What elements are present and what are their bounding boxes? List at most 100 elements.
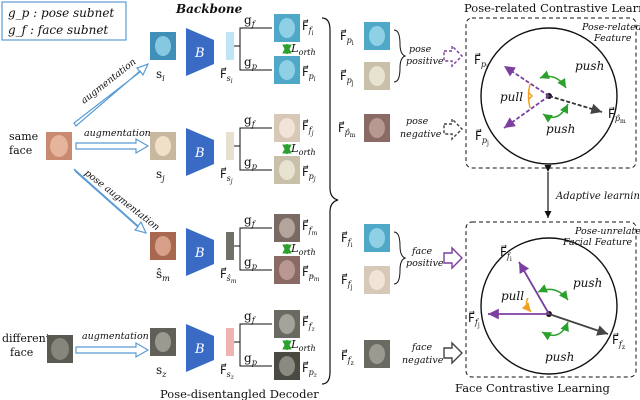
face-branch-line <box>234 27 272 47</box>
pose-subnet-label: gp <box>244 255 258 271</box>
subnet-legend: g_p : pose subnet g_f : face subnet <box>1 1 127 41</box>
face-vector-i <box>518 261 550 315</box>
augmentation-arrows <box>73 62 150 359</box>
backbone-label: B <box>194 46 205 61</box>
augmentation-label-bottom: augmentation <box>82 331 149 342</box>
face-vector-label-j: F⃗fj <box>468 310 480 329</box>
face-positive-feature-1: F⃗fi <box>341 230 353 249</box>
orthogonal-loss-label: Lorth <box>290 141 316 157</box>
legend-pose-subnet: g_p : pose subnet <box>8 6 114 20</box>
face-feature-label: F⃗fz <box>302 314 316 333</box>
backbone-row-1: si B F⃗si gf gp F⃗fiF⃗pi Lorth <box>150 13 316 85</box>
same-face-group: same face <box>9 130 72 160</box>
face-push-label-2: push <box>545 350 574 364</box>
pose-subnet-label: gp <box>244 55 258 71</box>
shared-feature-label: F⃗sz <box>220 362 235 381</box>
orthogonal-loss-label: Lorth <box>290 241 316 257</box>
face-vector-label-z: F⃗fz <box>612 332 625 351</box>
pose-vector-j <box>503 95 550 129</box>
legend-face-subnet: g_f : face subnet <box>8 23 108 37</box>
pose-vector-m <box>548 95 603 115</box>
face-feature-label-1: Pose-unrelated <box>574 226 640 237</box>
pose-negative-feature: F⃗p̂m <box>338 120 356 139</box>
pose-subnet-label: gp <box>244 155 258 171</box>
pose-push-label-2: push <box>546 122 575 136</box>
backbone-block <box>186 324 214 372</box>
augmentation-label-up: augmentation <box>79 57 138 107</box>
different-face-label-2: face <box>10 346 33 359</box>
pose-branch-line <box>239 342 272 367</box>
face-contrastive-panel <box>465 221 637 378</box>
face-positive-label-2: positive <box>406 258 444 269</box>
face-negative-feature: F⃗fz <box>341 348 354 367</box>
orthogonal-loss-label: Lorth <box>290 41 316 57</box>
pose-vector-i <box>503 65 550 97</box>
face-branch-line <box>234 323 272 343</box>
augmentation-arrow-mid <box>75 137 150 155</box>
face-negative-label-2: negative <box>402 355 444 366</box>
face-push-label-1: push <box>573 276 602 290</box>
pose-vector-label-m: F⃗p̂m <box>608 106 626 125</box>
pose-vector-label-j: F⃗pj <box>475 128 489 147</box>
face-positive-arrow <box>443 246 463 270</box>
pose-feature-label: F⃗pi <box>302 64 316 83</box>
decoder-label: Pose-disentangled Decoder <box>160 387 319 400</box>
feature-bar <box>226 32 234 60</box>
group-brace <box>321 17 339 385</box>
pose-push-arc-1 <box>539 70 567 89</box>
pose-augmentation-arrow <box>73 168 148 234</box>
face-branch-line <box>234 227 272 247</box>
face-vector-label-i: F⃗fi <box>500 244 512 263</box>
same-face-label-1: same <box>9 130 38 143</box>
shared-feature-label: F⃗si <box>220 66 233 85</box>
pose-positive-label-1: pose <box>409 44 432 55</box>
face-negative-label-1: face <box>411 342 433 353</box>
different-face-group: different face <box>2 332 73 363</box>
backbone-block <box>186 28 214 76</box>
pose-branch-line <box>239 246 272 271</box>
pose-negative-label-2: negative <box>400 129 442 140</box>
face-push-arc-2 <box>541 321 569 341</box>
face-positive-label-1: face <box>411 246 433 257</box>
pose-vector-label-i: F⃗pi <box>474 52 488 71</box>
face-feature-label: F⃗fj <box>302 118 314 137</box>
feature-bar <box>226 232 234 260</box>
pose-pull-arc <box>527 83 531 109</box>
pose-augmentation-label: pose augmentation <box>82 168 161 233</box>
face-pull-arc <box>521 297 532 313</box>
face-feature-label-2: Facial Feature <box>562 237 633 248</box>
face-feature-label: F⃗fi <box>302 18 314 37</box>
same-face-label-2: face <box>9 144 32 157</box>
backbone-rows: siBF⃗sigfgpF⃗fiF⃗piLorthsjBF⃗sjgfgpF⃗fjF… <box>150 13 320 381</box>
adaptive-learning-label: Adaptive learning <box>555 191 640 202</box>
face-push-arc-1 <box>537 284 569 301</box>
face-subnet-label: gf <box>244 13 257 29</box>
shared-feature-label: F⃗ŝm <box>220 266 237 285</box>
feature-bar <box>226 328 234 356</box>
backbone-title: Backbone <box>175 2 243 16</box>
pose-feature-label-2: Feature <box>593 33 632 44</box>
backbone-block <box>186 228 214 276</box>
pose-feature-label: F⃗pj <box>302 164 316 183</box>
augmentation-arrow-bottom <box>75 341 150 359</box>
augmentation-label-mid: augmentation <box>84 128 151 139</box>
pose-negative-label-1: pose <box>406 116 429 127</box>
pose-feature-sphere <box>480 27 618 165</box>
face-vector-z <box>548 313 609 336</box>
pose-feature-label: F⃗pz <box>302 360 318 379</box>
pose-branch-line <box>239 146 272 171</box>
face-positive-feature-2: F⃗fj <box>341 272 353 291</box>
input-label: si <box>156 67 165 83</box>
face-negative-arrow <box>443 341 463 365</box>
face-subnet-label: gf <box>244 113 257 129</box>
face-pull-label: pull <box>501 289 524 303</box>
pose-feature-label: F⃗p̂m <box>302 264 320 283</box>
shared-feature-label: F⃗sj <box>220 166 233 185</box>
pose-positive-label-2: positive <box>406 56 444 67</box>
pose-push-arc-2 <box>542 103 569 123</box>
augmentation-arrow-up <box>73 62 150 127</box>
pose-subnet-label: gp <box>244 351 258 367</box>
input-label: sz <box>156 363 167 379</box>
